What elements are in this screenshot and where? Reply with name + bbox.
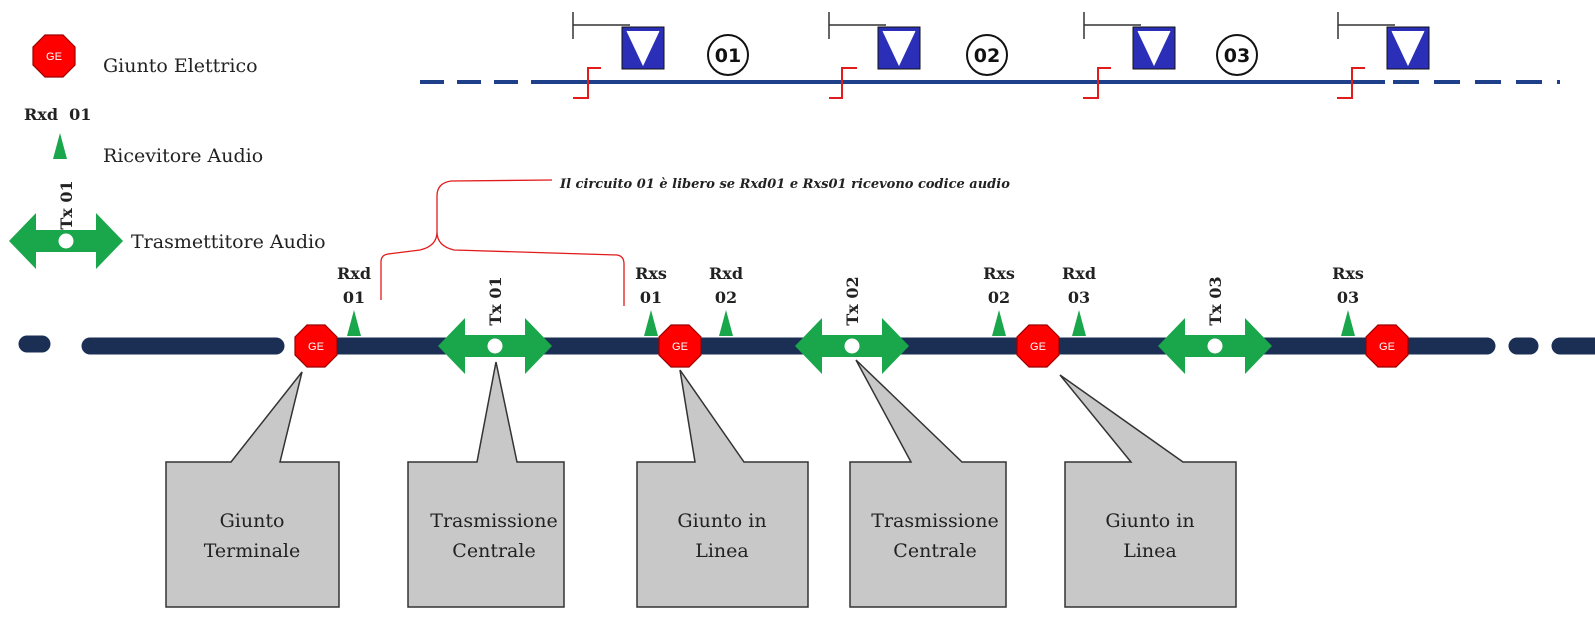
electrical-joint-3-label: GE	[1030, 341, 1046, 353]
svg-text:01: 01	[715, 45, 741, 67]
receiver-rxd01	[347, 310, 361, 336]
svg-text:Giunto in: Giunto in	[677, 510, 766, 532]
svg-text:Rxs: Rxs	[635, 264, 667, 283]
svg-text:Trasmissione: Trasmissione	[430, 510, 557, 532]
circuit-free-note: Il circuito 01 è libero se Rxd01 e Rxs01…	[559, 177, 1010, 192]
signal-1	[572, 12, 665, 70]
receiver-rxd02	[719, 310, 733, 336]
svg-text:Giunto in: Giunto in	[1105, 510, 1194, 532]
legend-transmitter-tag: Tx 01	[57, 180, 76, 229]
electrical-joint-1-label: GE	[308, 341, 324, 353]
svg-text:01: 01	[640, 288, 662, 307]
svg-text:02: 02	[715, 288, 737, 307]
callout-giunto-in-linea-1: Giunto in Linea	[636, 369, 809, 608]
legend-receiver-label: Ricevitore Audio	[103, 145, 263, 167]
legend-joint-badge: GE	[46, 51, 62, 63]
legend-transmitter-label: Trasmettitore Audio	[131, 231, 326, 253]
circuit-number-03: 03	[1216, 34, 1258, 76]
circuit-number-01: 01	[707, 34, 749, 76]
svg-text:Rxs: Rxs	[1332, 264, 1364, 283]
svg-text:Centrale: Centrale	[452, 540, 535, 562]
svg-text:03: 03	[1068, 288, 1090, 307]
svg-text:Trasmissione: Trasmissione	[871, 510, 998, 532]
transmitter-tx02-label: Tx 02	[843, 276, 862, 325]
svg-text:Rxd: Rxd	[709, 264, 743, 283]
receiver-rxs02	[992, 310, 1006, 336]
electrical-joint-4-label: GE	[1379, 341, 1395, 353]
insulated-joint-1	[573, 67, 601, 99]
signal-3	[1083, 12, 1176, 70]
legend-joint-label: Giunto Elettrico	[103, 55, 258, 77]
insulated-joint-2	[829, 67, 857, 99]
signal-4	[1337, 12, 1430, 70]
top-track: 01 02 03	[420, 12, 1560, 99]
receiver-rxd03	[1072, 310, 1086, 336]
svg-text:03: 03	[1224, 45, 1250, 67]
receiver-rxs03	[1341, 310, 1355, 336]
svg-text:Linea: Linea	[695, 540, 749, 562]
svg-text:Centrale: Centrale	[893, 540, 976, 562]
legend-receiver-icon	[53, 133, 67, 159]
svg-text:Rxd: Rxd	[1062, 264, 1096, 283]
insulated-joint-4	[1337, 67, 1365, 99]
svg-text:03: 03	[1337, 288, 1359, 307]
transmitter-tx01-label: Tx 01	[486, 276, 505, 325]
svg-text:02: 02	[974, 45, 1000, 67]
callout-giunto-in-linea-2: Giunto in Linea	[1059, 374, 1237, 608]
callout-trasmissione-centrale-2: Trasmissione Centrale	[849, 359, 1007, 608]
transmitter-tx03-label: Tx 03	[1206, 276, 1225, 325]
svg-text:Giunto: Giunto	[220, 510, 285, 532]
svg-text:Linea: Linea	[1123, 540, 1177, 562]
callout-giunto-terminale: Giunto Terminale	[165, 371, 340, 608]
electrical-joint-2-label: GE	[672, 341, 688, 353]
svg-text:Rxd: Rxd	[337, 264, 371, 283]
svg-text:01: 01	[343, 288, 365, 307]
svg-text:02: 02	[988, 288, 1010, 307]
receiver-rxs01	[644, 310, 658, 336]
legend-receiver-tag: Rxd 01	[24, 105, 91, 124]
legend: GE Giunto Elettrico Rxd 01 Ricevitore Au…	[7, 34, 326, 271]
insulated-joint-3	[1083, 67, 1111, 99]
svg-text:Rxs: Rxs	[983, 264, 1015, 283]
svg-text:Terminale: Terminale	[204, 540, 301, 562]
callout-trasmissione-centrale-1: Trasmissione Centrale	[407, 361, 565, 608]
circuit-number-02: 02	[966, 34, 1008, 76]
circuit-free-annotation: Il circuito 01 è libero se Rxd01 e Rxs01…	[380, 177, 1010, 306]
signal-2	[828, 12, 921, 70]
